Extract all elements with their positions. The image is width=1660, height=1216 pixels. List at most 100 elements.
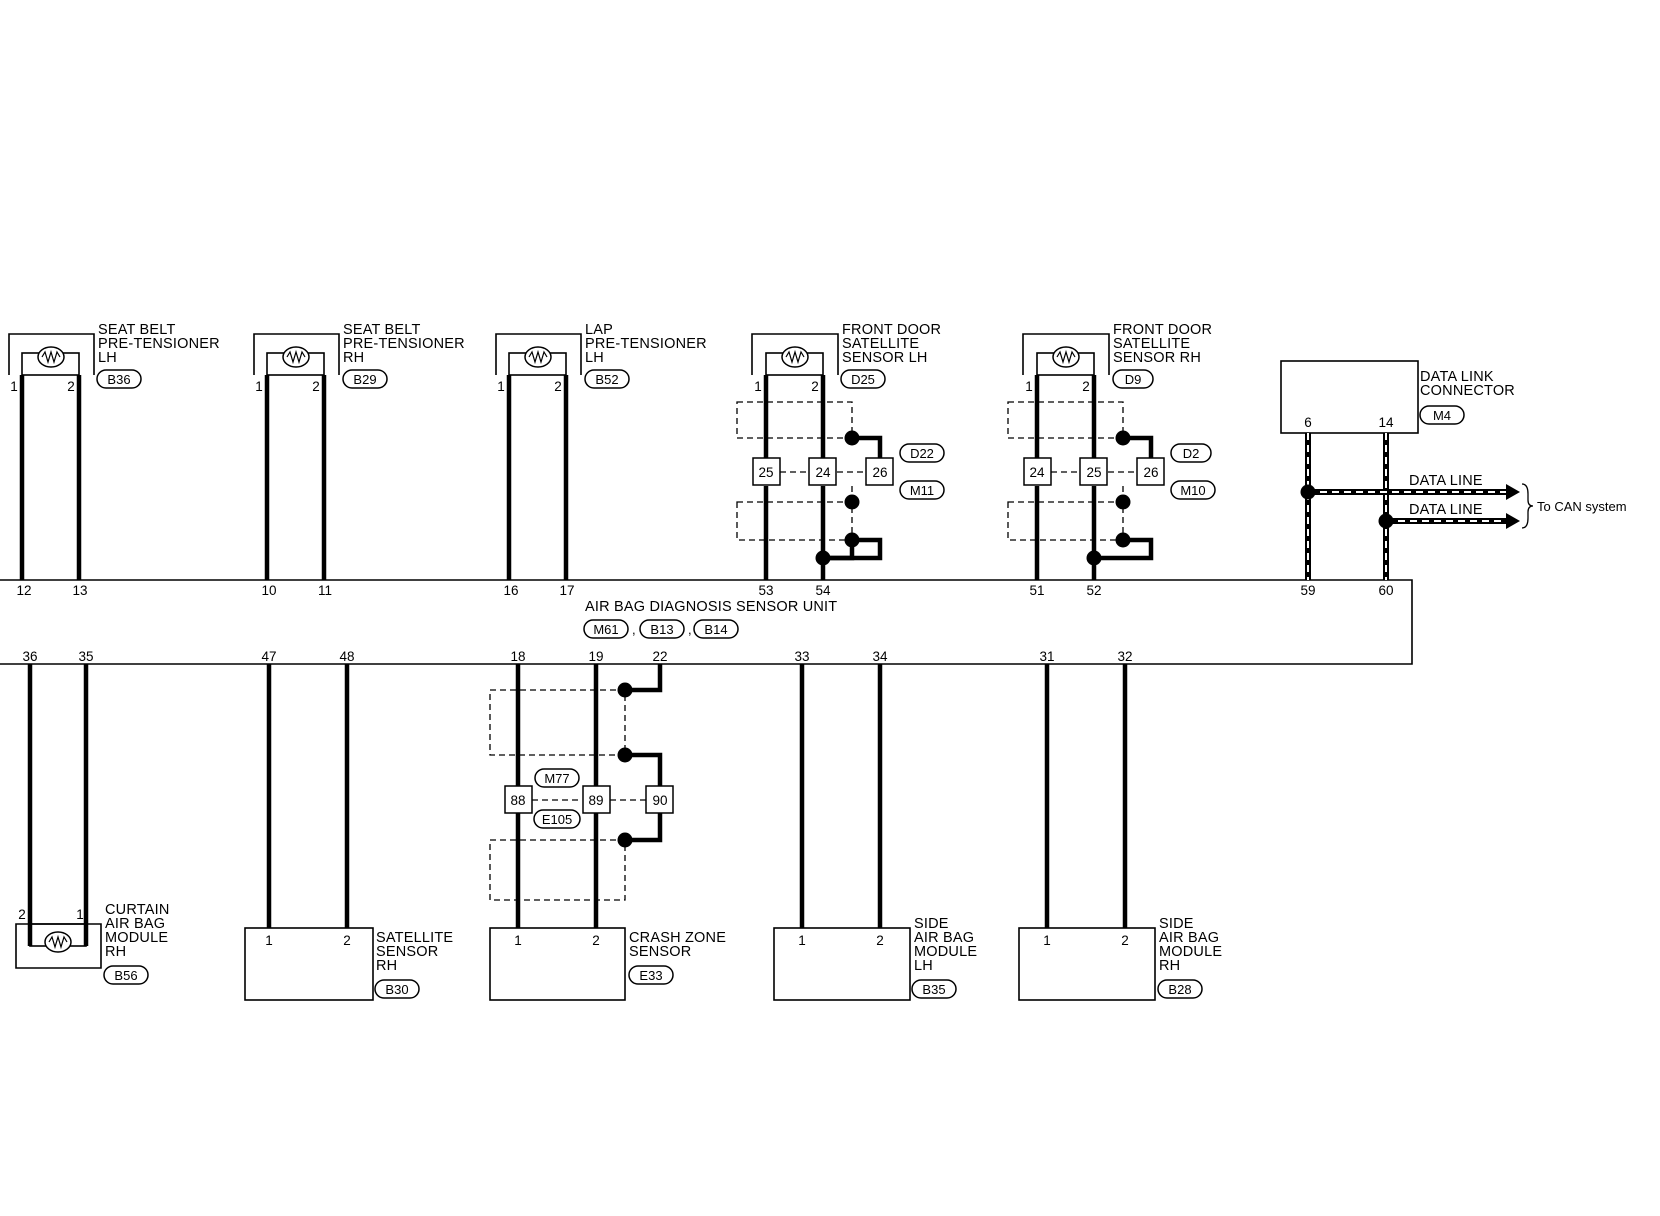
pin-label-2: 2 (343, 933, 351, 948)
splice-dot (617, 747, 633, 763)
connector-label: M4 (1433, 408, 1451, 423)
pin-label-14: 14 (1378, 415, 1394, 430)
junction-pin-89: 89 (588, 793, 603, 808)
component-label-line1: LAP (585, 322, 613, 338)
pin-label-2: 2 (18, 907, 26, 922)
curtain-air-bag-module-rh: 2 1 CURTAIN AIR BAG MODULE RH B56 (15, 664, 170, 985)
connector-label-m61: M61 (593, 622, 618, 637)
component-label-line2: CONNECTOR (1420, 383, 1515, 399)
component-label-line2: AIR BAG (914, 930, 974, 946)
junction-pin-26: 26 (1143, 465, 1158, 480)
unit-pin-47: 47 (261, 649, 276, 664)
splice-dot (844, 494, 860, 510)
junction-pin-box (582, 785, 611, 814)
unit-pin-33: 33 (794, 649, 809, 664)
connector-tag (342, 369, 388, 389)
connector-label-d22: D22 (910, 446, 934, 461)
pin-label-2: 2 (1121, 933, 1129, 948)
component-label-line2: SATELLITE (842, 336, 919, 352)
component-label-line1: SATELLITE (376, 930, 453, 946)
component-label-line2: SENSOR (376, 944, 438, 960)
unit-pin-54: 54 (815, 583, 831, 598)
pin-label-1: 1 (754, 379, 762, 394)
component-label-line4: LH (914, 958, 933, 974)
unit-pin-59: 59 (1300, 583, 1315, 598)
pin-label-1: 1 (255, 379, 263, 394)
pin-label-2: 2 (554, 379, 562, 394)
connector-tag (1170, 480, 1216, 500)
unit-pin-34: 34 (872, 649, 888, 664)
pin-label-6: 6 (1304, 415, 1312, 430)
junction-pin-box (808, 457, 837, 486)
connector-label: B30 (385, 982, 408, 997)
connector-label-m10: M10 (1180, 483, 1205, 498)
junction-pin-box (645, 785, 674, 814)
connector-tag (1112, 369, 1154, 389)
component-label-line3: MODULE (914, 944, 977, 960)
unit-pin-11: 11 (318, 583, 332, 598)
unit-pin-60: 60 (1378, 583, 1393, 598)
connector-tag (840, 369, 886, 389)
junction-pin-box (1136, 457, 1165, 486)
connector-label-b13: B13 (650, 622, 673, 637)
crash-zone-sensor: 88 89 90 M77 E105 1 2 CRASH ZONE SENSOR … (489, 664, 726, 1001)
connector-tag (584, 369, 630, 389)
connector-label: E33 (639, 968, 662, 983)
unit-pin-35: 35 (78, 649, 93, 664)
pin-label-2: 2 (592, 933, 600, 948)
splice-dot (1115, 430, 1131, 446)
connector-label-m11: M11 (910, 483, 934, 498)
junction-pin-box (1079, 457, 1108, 486)
unit-pin-22: 22 (652, 649, 667, 664)
unit-pin-31: 31 (1039, 649, 1054, 664)
arrow-right-icon (1506, 513, 1520, 529)
component-label-line1: SIDE (914, 916, 949, 932)
splice-dot (1115, 532, 1131, 548)
component-label-line2: PRE-TENSIONER (585, 336, 707, 352)
junction-pin-24: 24 (815, 465, 831, 480)
connector-tag (533, 809, 581, 829)
component-label-line2: AIR BAG (1159, 930, 1219, 946)
component-label-line3: RH (343, 350, 364, 366)
connector-label: B35 (922, 982, 945, 997)
pin-label-1: 1 (1043, 933, 1051, 948)
connector-label: D25 (851, 372, 875, 387)
component-label-line1: CURTAIN (105, 902, 170, 918)
connector-label: B56 (114, 968, 137, 983)
pin-label-2: 2 (67, 379, 75, 394)
unit-pin-17: 17 (559, 583, 574, 598)
pin-label-1: 1 (497, 379, 505, 394)
unit-pin-18: 18 (510, 649, 525, 664)
pin-label-1: 1 (798, 933, 806, 948)
component-label-line3: LH (98, 350, 117, 366)
component-label-line4: RH (105, 944, 126, 960)
connector-tag (899, 443, 945, 463)
unit-pin-53: 53 (758, 583, 773, 598)
component-label-line2: AIR BAG (105, 916, 165, 932)
connector-tag (103, 965, 149, 985)
connector-tag (1419, 405, 1465, 425)
splice-dot (844, 532, 860, 548)
seat-belt-pretensioner-rh: 1 2 SEAT BELT PRE-TENSIONER RH B29 (253, 322, 465, 580)
connector-tag (1157, 979, 1203, 999)
component-label-line2: SENSOR (629, 944, 691, 960)
pin-label-1: 1 (265, 933, 273, 948)
component-label-line1: SEAT BELT (343, 322, 421, 338)
component-label-line3: SENSOR RH (1113, 350, 1201, 366)
connector-label-d2: D2 (1183, 446, 1200, 461)
component-label-line1: SIDE (1159, 916, 1194, 932)
unit-pin-52: 52 (1086, 583, 1101, 598)
pin-label-1: 1 (76, 907, 84, 922)
connector-label-m77: M77 (544, 771, 569, 786)
junction-pin-box (1023, 457, 1052, 486)
component-label-line2: PRE-TENSIONER (343, 336, 465, 352)
lap-pretensioner-lh: 1 2 LAP PRE-TENSIONER LH B52 (495, 322, 707, 580)
connector-label: B52 (595, 372, 618, 387)
component-label-line2: PRE-TENSIONER (98, 336, 220, 352)
pin-label-2: 2 (312, 379, 320, 394)
front-door-satellite-sensor-rh: 1 2 FRONT DOOR SATELLITE SENSOR RH D9 24… (1007, 322, 1216, 580)
unit-pin-19: 19 (588, 649, 603, 664)
component-label-line1: DATA LINK (1420, 369, 1494, 385)
junction-pin-box (504, 785, 533, 814)
junction-pin-24: 24 (1029, 465, 1045, 480)
